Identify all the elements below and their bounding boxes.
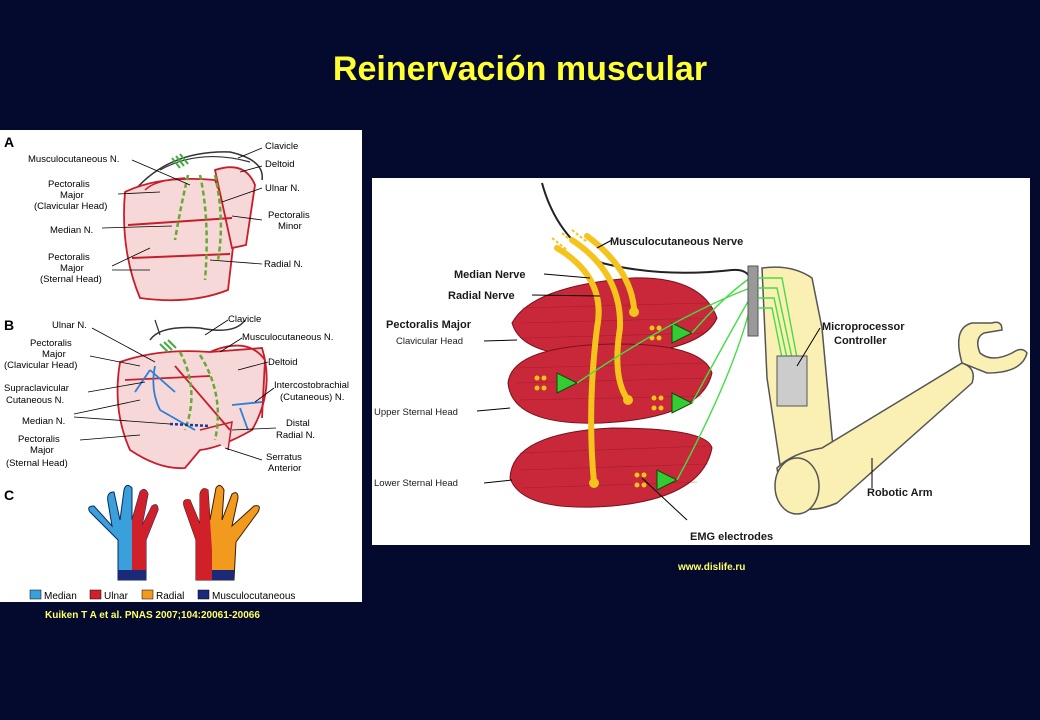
- muscle-lower-sternal-head: [509, 427, 713, 508]
- muscle-upper-sternal-head: [507, 343, 713, 424]
- arm-wires: [758, 277, 798, 359]
- prosthesis-figure: Musculocutaneous Nerve Median Nerve Radi…: [372, 178, 1030, 545]
- label-b-distal-radial-1: Distal: [286, 418, 310, 429]
- label-b-pect-clav-3: (Clavicular Head): [4, 360, 77, 371]
- label-lower-sternal-head: Lower Sternal Head: [374, 478, 458, 489]
- section-a-labels: Musculocutaneous N. Pectoralis Major (Cl…: [28, 141, 310, 285]
- elbow-joint: [774, 457, 820, 515]
- prosthesis-labels: Musculocutaneous Nerve Median Nerve Radi…: [374, 236, 933, 543]
- legend-swatch-radial: [141, 589, 154, 600]
- legend-label-median: Median: [44, 591, 77, 602]
- label-a-pect-minor-1: Pectoralis: [268, 210, 310, 221]
- label-clavicular-head: Clavicular Head: [396, 336, 463, 347]
- section-a-leader-lines: [101, 147, 263, 271]
- label-a-pect-stern-3: (Sternal Head): [40, 274, 102, 285]
- label-a-pect-stern-1: Pectoralis: [48, 252, 90, 263]
- label-musculocutaneous-nerve: Musculocutaneous Nerve: [610, 236, 743, 248]
- label-microprocessor-1: Microprocessor: [822, 321, 905, 333]
- label-median-nerve: Median Nerve: [454, 269, 526, 281]
- label-a-pect-stern-2: Major: [60, 263, 84, 274]
- pectoralis-muscles: [507, 277, 718, 508]
- legend-swatch-musculocutaneous: [197, 589, 210, 600]
- legend-label-ulnar: Ulnar: [104, 591, 129, 602]
- label-b-serratus-2: Anterior: [268, 463, 301, 474]
- label-microprocessor-2: Controller: [834, 335, 887, 347]
- label-b-supraclav-2: Cutaneous N.: [6, 395, 64, 406]
- section-a-letter: A: [4, 134, 14, 150]
- label-a-pect-clav-1: Pectoralis: [48, 179, 90, 190]
- legend-label-radial: Radial: [156, 591, 184, 602]
- label-b-median: Median N.: [22, 416, 65, 427]
- label-b-intercosto-1: Intercostobrachial: [274, 380, 349, 391]
- label-b-deltoid: Deltoid: [268, 357, 298, 368]
- label-upper-sternal-head: Upper Sternal Head: [374, 407, 458, 418]
- microprocessor-box: [776, 355, 808, 407]
- label-a-pect-clav-3: (Clavicular Head): [34, 201, 107, 212]
- prosthesis-diagram: Musculocutaneous Nerve Median Nerve Radi…: [374, 182, 1028, 543]
- label-b-pect-stern-2: Major: [30, 445, 54, 456]
- label-radial-nerve: Radial Nerve: [448, 290, 515, 302]
- hand-right: [183, 484, 260, 581]
- legend-swatch-median: [29, 589, 42, 600]
- hand-left: [88, 484, 159, 581]
- label-a-ulnar: Ulnar N.: [265, 183, 300, 194]
- label-b-ulnar: Ulnar N.: [52, 320, 87, 331]
- label-b-pect-clav-2: Major: [42, 349, 66, 360]
- label-b-pect-clav-1: Pectoralis: [30, 338, 72, 349]
- anatomy-diagram: A B C Musculocutaneous N. Pectoralis Maj…: [4, 134, 349, 602]
- label-b-intercosto-2: (Cutaneous) N.: [280, 392, 344, 403]
- label-a-musculocutaneous: Musculocutaneous N.: [28, 154, 119, 165]
- label-b-serratus-1: Serratus: [266, 452, 302, 463]
- legend-swatch-ulnar: [89, 589, 102, 600]
- label-b-supraclav-1: Supraclavicular: [4, 383, 69, 394]
- label-b-distal-radial-2: Radial N.: [276, 430, 315, 441]
- label-a-pect-clav-2: Major: [60, 190, 84, 201]
- label-b-musculocutaneous: Musculocutaneous N.: [242, 332, 333, 343]
- label-a-clavicle: Clavicle: [265, 141, 298, 152]
- label-a-deltoid: Deltoid: [265, 159, 295, 170]
- section-b-drawing: [116, 319, 268, 470]
- nerve-legend: Median Ulnar Radial Musculocutaneous: [29, 589, 295, 602]
- prosthesis-leader-lines: [476, 239, 873, 521]
- label-b-pect-stern-3: (Sternal Head): [6, 458, 68, 469]
- slide-title: Reinervación muscular: [332, 50, 708, 88]
- connector-block: [747, 265, 759, 337]
- robotic-hand-hook: [957, 321, 1028, 374]
- label-b-clavicle: Clavicle: [228, 314, 261, 325]
- section-b-leader-lines: [73, 319, 277, 461]
- anatomy-figure: A B C Musculocutaneous N. Pectoralis Maj…: [0, 130, 362, 602]
- section-b-labels: Ulnar N. Pectoralis Major (Clavicular He…: [4, 314, 349, 474]
- label-robotic-arm: Robotic Arm: [867, 487, 933, 499]
- legend-label-musculocutaneous: Musculocutaneous: [212, 591, 295, 602]
- label-a-median: Median N.: [50, 225, 93, 236]
- label-pectoralis-major: Pectoralis Major: [386, 319, 472, 331]
- section-c-letter: C: [4, 487, 14, 503]
- label-a-pect-minor-2: Minor: [278, 221, 302, 232]
- label-a-radial: Radial N.: [264, 259, 303, 270]
- section-b-letter: B: [4, 317, 14, 333]
- section-a-drawing: [123, 151, 263, 302]
- citation-left: Kuiken T A et al. PNAS 2007;104:20061-20…: [45, 610, 260, 621]
- label-emg-electrodes: EMG electrodes: [690, 531, 773, 543]
- transferred-nerves: [551, 229, 639, 488]
- electrode-wires: [576, 277, 751, 481]
- label-b-pect-stern-1: Pectoralis: [18, 434, 60, 445]
- torso-outline: [541, 182, 753, 289]
- source-url: www.dislife.ru: [678, 562, 746, 573]
